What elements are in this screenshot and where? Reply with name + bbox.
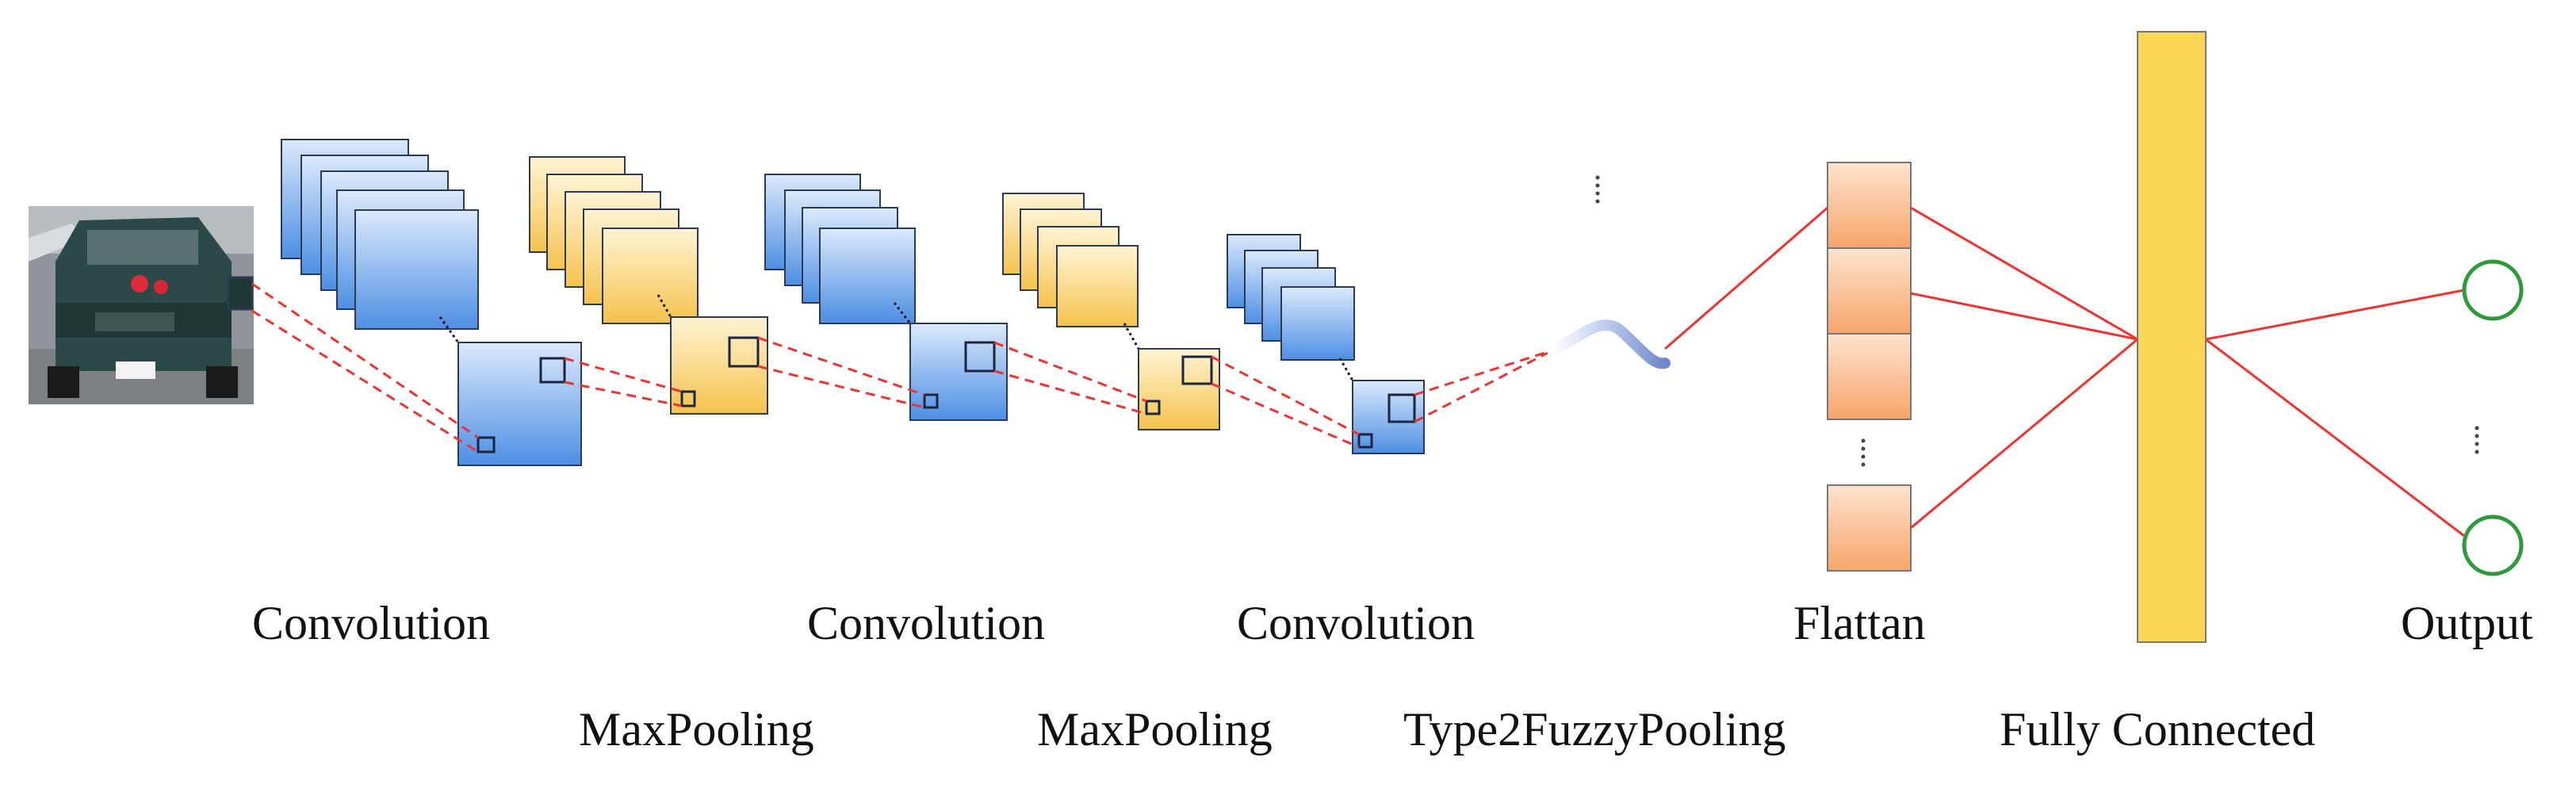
pool1-feature-maps (529, 156, 699, 324)
conv1-feature-maps (281, 139, 479, 343)
conv3-map (1352, 380, 1425, 454)
conv2-map (909, 323, 1008, 421)
flatten-layer (1827, 162, 1912, 572)
fuzzy-pooling-wave (1547, 175, 1671, 369)
conv2-feature-maps (764, 174, 916, 324)
conv1-map (457, 342, 582, 466)
label-conv1: Convolution (252, 597, 491, 649)
conv3-feature-maps (1227, 234, 1355, 381)
dense-connections (1664, 206, 2465, 537)
label-pool2: MaxPooling (1037, 703, 1273, 755)
label-pool1: MaxPooling (579, 703, 814, 755)
label-flatten: Flattan (1793, 597, 1926, 649)
pool2-map (1138, 348, 1220, 430)
output-nodes (2462, 259, 2524, 576)
label-fully-connected: Fully Connected (2000, 703, 2316, 755)
label-conv2: Convolution (807, 597, 1046, 649)
fully-connected-layer (2137, 31, 2207, 643)
label-output: Output (2401, 597, 2533, 649)
input-image (29, 206, 254, 404)
receptive-field-connectors (251, 282, 1553, 453)
pool1-map (670, 316, 768, 415)
label-fuzzy-pooling: Type2FuzzyPooling (1403, 703, 1786, 755)
pool2-feature-maps (1002, 193, 1140, 350)
label-conv3: Convolution (1237, 597, 1476, 649)
